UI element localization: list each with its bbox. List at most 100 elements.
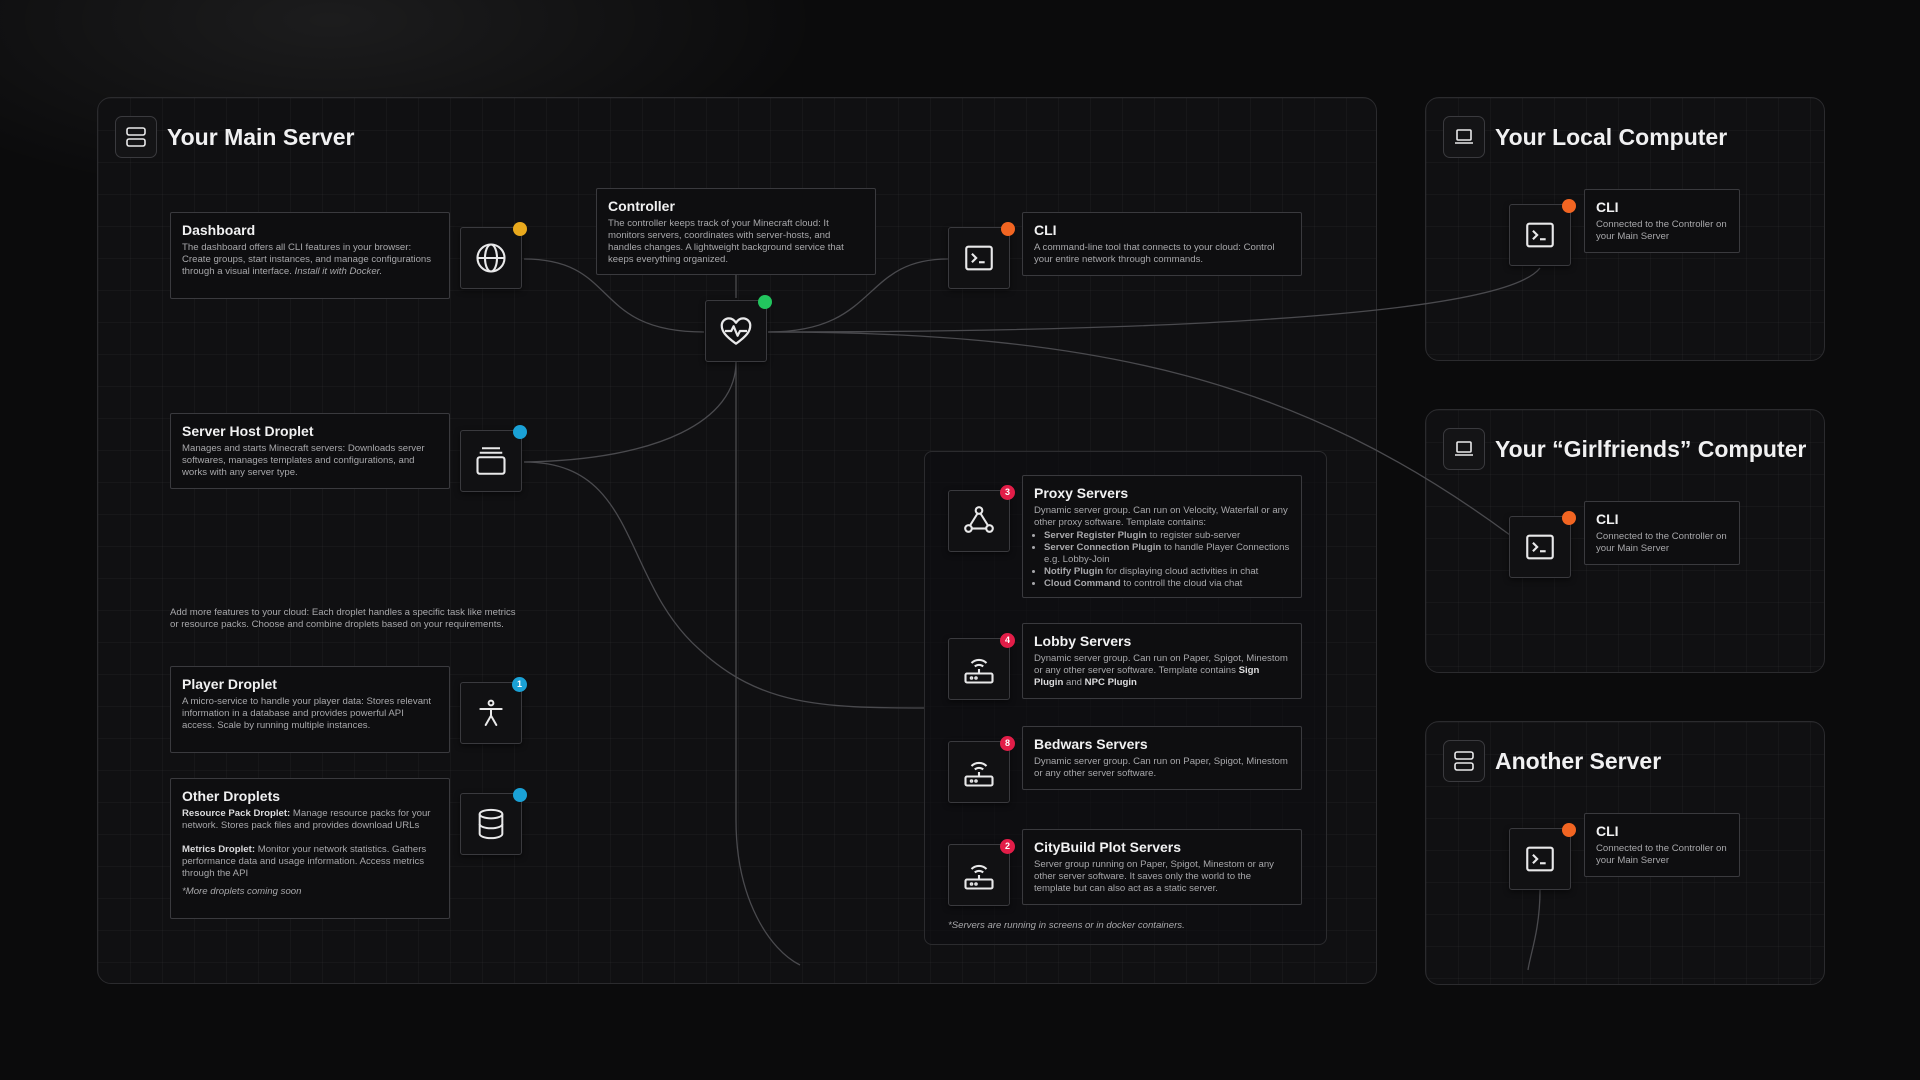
local-cli-title: CLI — [1596, 199, 1619, 215]
lobby-card: Lobby Servers Dynamic server group. Can … — [1022, 623, 1302, 699]
controller-title: Controller — [608, 198, 675, 214]
dashboard-card: Dashboard The dashboard offers all CLI f… — [170, 212, 450, 299]
other-droplets-card: Other Droplets Resource Pack Droplet: Ma… — [170, 778, 450, 919]
wire-controller-local-cli — [767, 267, 1541, 333]
cli-node[interactable] — [948, 222, 1015, 289]
girlfriend-computer-title: Your “Girlfriends” Computer — [1495, 435, 1807, 462]
server-host-title: Server Host Droplet — [182, 423, 314, 439]
proxy-template-list: Server Register Plugin to register sub-s… — [1034, 530, 1290, 590]
proxy-badge: 3 — [1000, 485, 1015, 500]
bedwars-desc: Dynamic server group. Can run on Paper, … — [1034, 756, 1288, 779]
citybuild-node[interactable]: 2 — [948, 839, 1015, 906]
wire-controller-serverhost — [523, 361, 737, 463]
status-dot-yellow — [513, 222, 527, 236]
cli-title: CLI — [1034, 222, 1057, 238]
dashboard-node[interactable] — [460, 222, 527, 289]
bedwars-badge: 8 — [1000, 736, 1015, 751]
cli-desc: A command-line tool that connects to you… — [1034, 242, 1275, 265]
player-droplet-desc: A micro-service to handle your player da… — [182, 696, 432, 731]
list-item: Notify Plugin for displaying cloud activ… — [1044, 566, 1290, 578]
stack-icon — [476, 447, 506, 475]
main-server-header: Your Main Server — [115, 116, 354, 158]
person-icon — [479, 699, 503, 726]
status-dot-blue — [513, 425, 527, 439]
citybuild-title: CityBuild Plot Servers — [1034, 839, 1182, 855]
lobby-node[interactable]: 4 — [948, 633, 1015, 700]
status-dot-orange — [1001, 222, 1015, 236]
router-icon — [964, 761, 994, 787]
cli-card: CLI A command-line tool that connects to… — [1022, 212, 1302, 276]
list-item: Server Connection Plugin to handle Playe… — [1044, 542, 1290, 566]
local-cli-card: CLI Connected to the Controller on your … — [1584, 189, 1740, 253]
router-icon — [964, 658, 994, 684]
metrics-desc: Metrics Droplet: Monitor your network st… — [182, 844, 427, 879]
local-cli-desc: Connected to the Controller on your Main… — [1596, 219, 1727, 242]
proxy-title: Proxy Servers — [1034, 485, 1129, 501]
status-dot-orange — [1562, 199, 1576, 213]
controller-card: Controller The controller keeps track of… — [596, 188, 876, 275]
controller-node[interactable] — [705, 295, 772, 362]
share-nodes-icon — [964, 506, 994, 533]
other-droplets-node[interactable] — [460, 788, 527, 855]
another-cli-node[interactable] — [1509, 823, 1576, 890]
girlfriend-cli-node[interactable] — [1509, 511, 1576, 578]
bedwars-node[interactable]: 8 — [948, 736, 1015, 803]
server-host-card: Server Host Droplet Manages and starts M… — [170, 413, 450, 489]
terminal-icon — [965, 245, 993, 271]
local-cli-node[interactable] — [1509, 199, 1576, 266]
server-host-desc: Manages and starts Minecraft servers: Do… — [182, 443, 425, 478]
another-server-title: Another Server — [1495, 747, 1662, 774]
local-computer-header: Your Local Computer — [1443, 116, 1727, 158]
server-icon — [1443, 740, 1485, 782]
bedwars-title: Bedwars Servers — [1034, 736, 1148, 752]
status-dot-green — [758, 295, 772, 309]
bedwars-card: Bedwars Servers Dynamic server group. Ca… — [1022, 726, 1302, 790]
heart-pulse-icon — [720, 317, 752, 345]
player-droplet-card: Player Droplet A micro-service to handle… — [170, 666, 450, 753]
status-dot-orange — [1562, 511, 1576, 525]
another-cli-card: CLI Connected to the Controller on your … — [1584, 813, 1740, 877]
router-icon — [964, 864, 994, 890]
another-cli-desc: Connected to the Controller on your Main… — [1596, 843, 1727, 866]
citybuild-desc: Server group running on Paper, Spigot, M… — [1034, 859, 1274, 894]
server-host-node[interactable] — [460, 425, 527, 492]
database-icon — [478, 808, 504, 840]
main-server-title: Your Main Server — [167, 123, 355, 150]
servers-footnote: *Servers are running in screens or in do… — [948, 920, 1185, 931]
globe-icon — [476, 243, 506, 273]
wire-controller-down — [735, 362, 801, 966]
droplets-note: Add more features to your cloud: Each dr… — [170, 607, 516, 630]
dashboard-desc: The dashboard offers all CLI features in… — [182, 242, 432, 277]
girlfriend-cli-desc: Connected to the Controller on your Main… — [1596, 531, 1727, 554]
citybuild-card: CityBuild Plot Servers Server group runn… — [1022, 829, 1302, 905]
wire-dashboard-controller — [523, 258, 705, 333]
wire-controller-girlfriend-cli — [767, 331, 1511, 536]
more-droplets-note: *More droplets coming soon — [182, 886, 302, 897]
wire-another-cli-down — [1527, 889, 1541, 971]
proxy-node[interactable]: 3 — [948, 485, 1015, 552]
laptop-icon — [1443, 428, 1485, 470]
terminal-icon — [1526, 534, 1554, 560]
girlfriend-computer-header: Your “Girlfriends” Computer — [1443, 428, 1806, 470]
proxy-desc: Dynamic server group. Can run on Velocit… — [1034, 505, 1288, 528]
controller-desc: The controller keeps track of your Minec… — [608, 218, 844, 265]
lobby-desc: Dynamic server group. Can run on Paper, … — [1034, 653, 1288, 688]
local-computer-title: Your Local Computer — [1495, 123, 1728, 150]
status-dot-blue — [513, 788, 527, 802]
laptop-icon — [1443, 116, 1485, 158]
resource-pack-desc: Resource Pack Droplet: Manage resource p… — [182, 808, 431, 831]
girlfriend-cli-card: CLI Connected to the Controller on your … — [1584, 501, 1740, 565]
lobby-title: Lobby Servers — [1034, 633, 1132, 649]
list-item: Server Register Plugin to register sub-s… — [1044, 530, 1290, 542]
another-cli-title: CLI — [1596, 823, 1619, 839]
wire-controller-cli — [767, 258, 949, 333]
lobby-badge: 4 — [1000, 633, 1015, 648]
another-server-header: Another Server — [1443, 740, 1661, 782]
terminal-icon — [1526, 222, 1554, 248]
player-droplet-node[interactable]: 1 — [460, 677, 527, 744]
terminal-icon — [1526, 846, 1554, 872]
player-droplet-title: Player Droplet — [182, 676, 277, 692]
other-droplets-title: Other Droplets — [182, 788, 281, 804]
status-dot-orange — [1562, 823, 1576, 837]
